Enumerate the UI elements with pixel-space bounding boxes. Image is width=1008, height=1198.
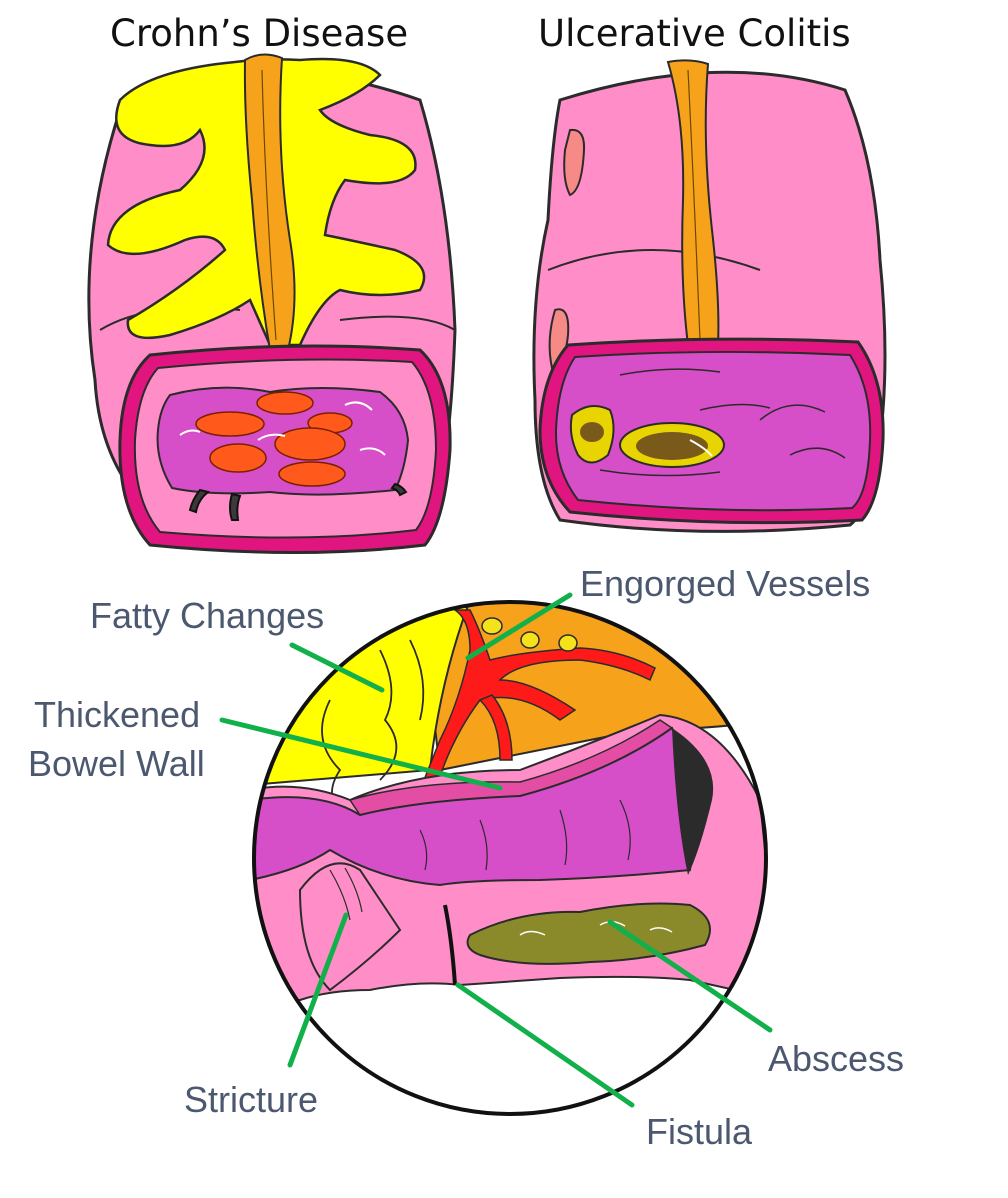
fatty-changes-label: Fatty Changes — [90, 595, 325, 636]
stricture-region — [298, 862, 402, 992]
uc-title: Ulcerative Colitis — [538, 12, 851, 55]
engorged-vessels-leader — [465, 592, 573, 661]
engorged-vessel-nodules — [481, 617, 578, 652]
abscess-label: Abscess — [768, 1038, 905, 1079]
fistula-leader — [455, 982, 635, 1108]
crohns-title: Crohn’s Disease — [110, 12, 409, 55]
uc-mesenteric-vessel — [666, 59, 720, 346]
leader-lines — [219, 592, 773, 1108]
crohns-mesenteric-vessel — [243, 53, 296, 351]
uc-bowel-illustration — [532, 59, 887, 533]
magnified-view — [252, 600, 768, 1116]
crohns-bowel-illustration — [87, 53, 457, 554]
stricture-leader — [287, 912, 349, 1068]
fatty-changes-leader — [289, 642, 385, 693]
crohns-fistula-tracts — [188, 482, 408, 521]
uc-ulcers — [569, 405, 725, 468]
thickened-wall-leader — [219, 717, 503, 791]
thickened-bowel-wall-label-line1: Thickened — [34, 694, 201, 735]
engorged-vessels-label: Engorged Vessels — [580, 563, 871, 604]
fistula-label: Fistula — [646, 1111, 753, 1152]
crohns-ulcers — [195, 391, 353, 487]
thickened-bowel-wall-label-line2: Bowel Wall — [28, 743, 205, 784]
stricture-label: Stricture — [184, 1079, 319, 1120]
fistula-tract — [443, 904, 457, 986]
abscess-leader — [607, 919, 773, 1033]
